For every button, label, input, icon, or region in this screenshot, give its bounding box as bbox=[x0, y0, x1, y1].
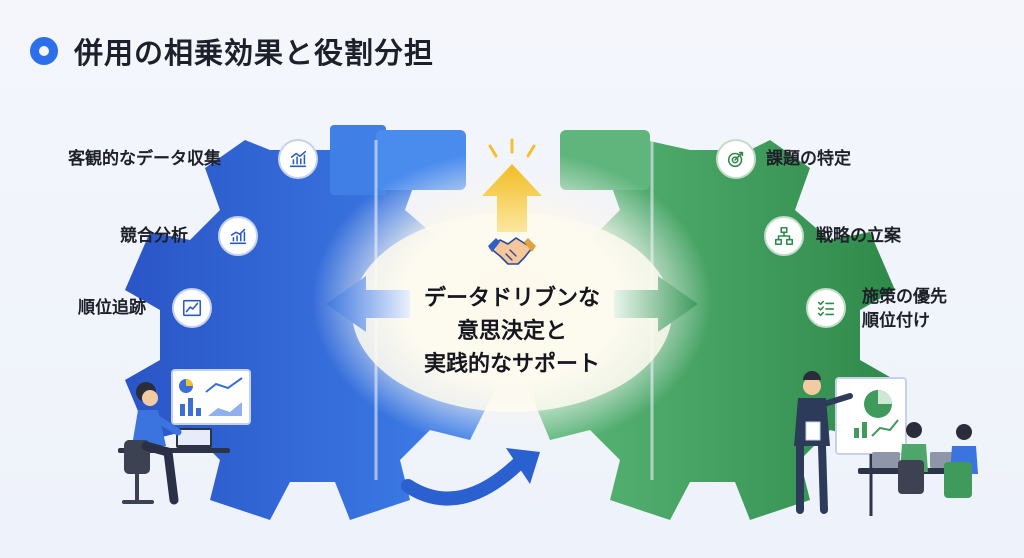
center-line: 実践的なサポート bbox=[423, 352, 600, 377]
label-line: 順位付け bbox=[862, 311, 930, 331]
left-item-label: 客観的なデータ収集 bbox=[68, 149, 221, 169]
title-ring-icon bbox=[30, 37, 58, 65]
center-line: 意思決定と bbox=[456, 319, 567, 344]
handshake-icon bbox=[488, 237, 536, 265]
analyst-illustration bbox=[118, 369, 251, 505]
label-line: 施策の優先 bbox=[862, 287, 947, 307]
left-item-label: 順位追跡 bbox=[78, 298, 146, 318]
up-arrow-icon bbox=[482, 138, 542, 232]
header: 併用の相乗効果と役割分担 bbox=[30, 30, 434, 72]
right-item-label: 施策の優先 順位付け bbox=[862, 285, 947, 333]
curved-arrow-icon bbox=[401, 448, 540, 506]
bar-chart-icon bbox=[278, 139, 318, 179]
center-message: データドリブンな 意思決定と 実践的なサポート bbox=[392, 282, 632, 381]
left-arrow-icon bbox=[326, 276, 410, 332]
target-icon bbox=[716, 139, 756, 179]
hierarchy-icon bbox=[764, 216, 804, 256]
right-arrow-icon bbox=[614, 276, 698, 332]
left-item-label: 競合分析 bbox=[120, 226, 188, 246]
meeting-illustration bbox=[794, 371, 978, 516]
trend-chart-icon bbox=[218, 216, 258, 256]
checklist-icon bbox=[806, 288, 846, 328]
center-line: データドリブンな bbox=[423, 286, 600, 311]
line-chart-icon bbox=[172, 288, 212, 328]
right-item-label: 戦略の立案 bbox=[816, 226, 901, 246]
page-title: 併用の相乗効果と役割分担 bbox=[74, 36, 435, 70]
right-item-label: 課題の特定 bbox=[766, 149, 851, 169]
